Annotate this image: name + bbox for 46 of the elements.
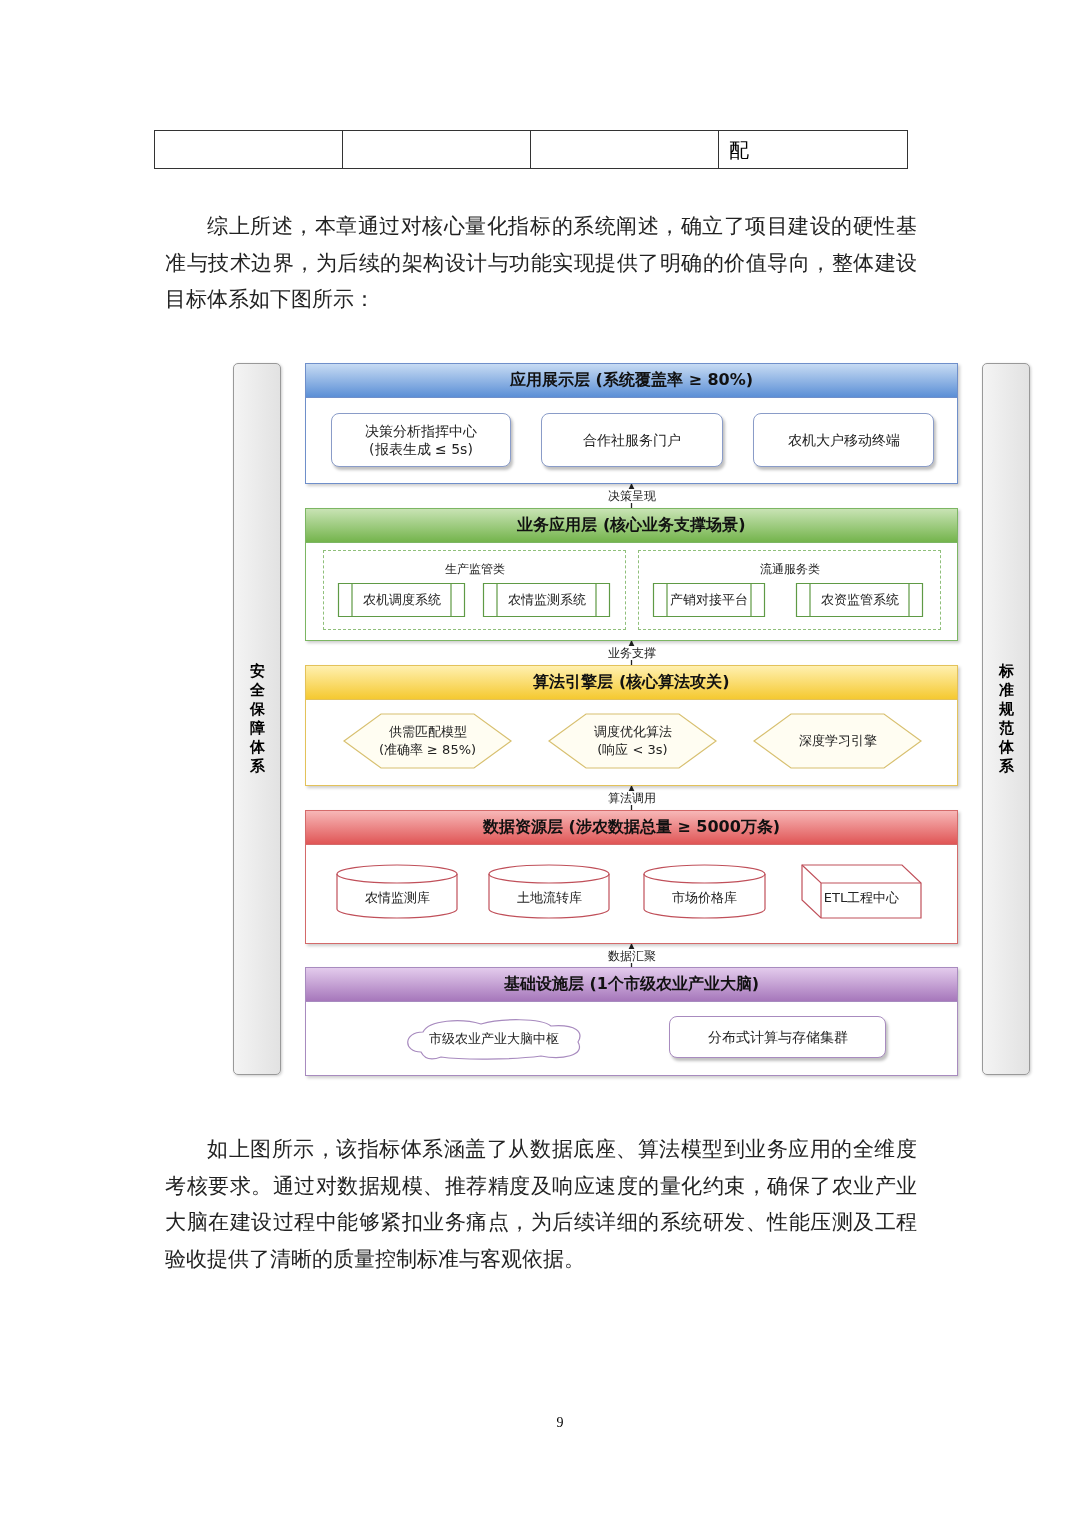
paragraph: 综上所述，本章通过对核心量化指标的系统阐述，确立了项目建设的硬性基准与技术边界，为后续的架构设计与功能实现提供了明确的价值导向，整体建设目标体系如下图所示： [165,213,917,313]
node-label: 供需匹配模型 (准确率 ≥ 85%) [377,723,478,759]
side-title: 安全保障体系 [249,662,265,776]
table-cell: 配 [718,130,908,169]
node-label: 产销对接平台 [670,591,748,609]
side-title: 标准规范体系 [998,662,1014,776]
layer-panel [305,508,958,641]
dashed-group [638,550,941,630]
group-title: 生产监管类 [443,561,506,578]
node-label: 农情监测系统 [507,591,586,609]
dashed-group [323,550,626,630]
node-label: 市级农业产业大脑中枢 [428,1030,559,1048]
layer-title: 基础设施层 (1个市级农业产业大脑) [306,968,957,1002]
node-label: 决策分析指挥中心 (报表生成 ≤ 5s) [364,422,478,458]
rounded-box [331,413,511,467]
rounded-box [669,1016,886,1058]
edge-label: 算法调用 [605,791,658,805]
node-label: 土地流转库 [516,888,582,907]
node-label: 深度学习引擎 [797,732,878,750]
node-label: 市场价格库 [672,888,737,907]
node-label: 农情监测库 [364,888,430,907]
node-label: 农机调度系统 [362,591,441,609]
layer-title: 业务应用层 (核心业务支撑场景) [306,509,957,543]
node-label: 农机大户移动终端 [786,431,901,449]
group-title: 流通服务类 [758,561,821,578]
layer-title: 应用展示层 (系统覆盖率 ≥ 80%) [306,364,957,398]
layer-panel [305,363,958,484]
rounded-box [753,413,934,467]
edge-label: 决策呈现 [605,489,658,503]
edge-label: 数据汇聚 [605,948,658,963]
layer-title: 数据资源层 (涉农数据总量 ≥ 5000万条) [306,811,957,845]
layer-panel [305,665,958,786]
side-pillar [982,363,1030,1075]
node-label: ETL工程中心 [823,888,900,907]
side-pillar [233,363,281,1075]
paragraph: 如上图所示，该指标体系涵盖了从数据底座、算法模型到业务应用的全维度考核要求。通过对数据规模、推荐精度及响应速度的量化约束，确保了农业产业大脑在建设过程中能够紧扣业务痛点，为后续详细的系统研发、性能压测及工程验收提供了清晰的质量控制标准与客观依据。 [165,1136,917,1273]
page-number: 9 [555,1415,565,1432]
node-label: 农资监管系统 [820,591,899,609]
layer-panel [305,967,958,1076]
layer-title: 算法引擎层 (核心算法攻关) [306,666,957,700]
edge-label: 业务支撑 [605,646,658,660]
node-label: 分布式计算与存储集群 [706,1028,849,1046]
node-label: 合作社服务门户 [582,431,682,449]
rounded-box [541,413,723,467]
node-label: 调度优化算法 (响应 < 3s) [592,723,673,759]
layer-panel [305,810,958,944]
